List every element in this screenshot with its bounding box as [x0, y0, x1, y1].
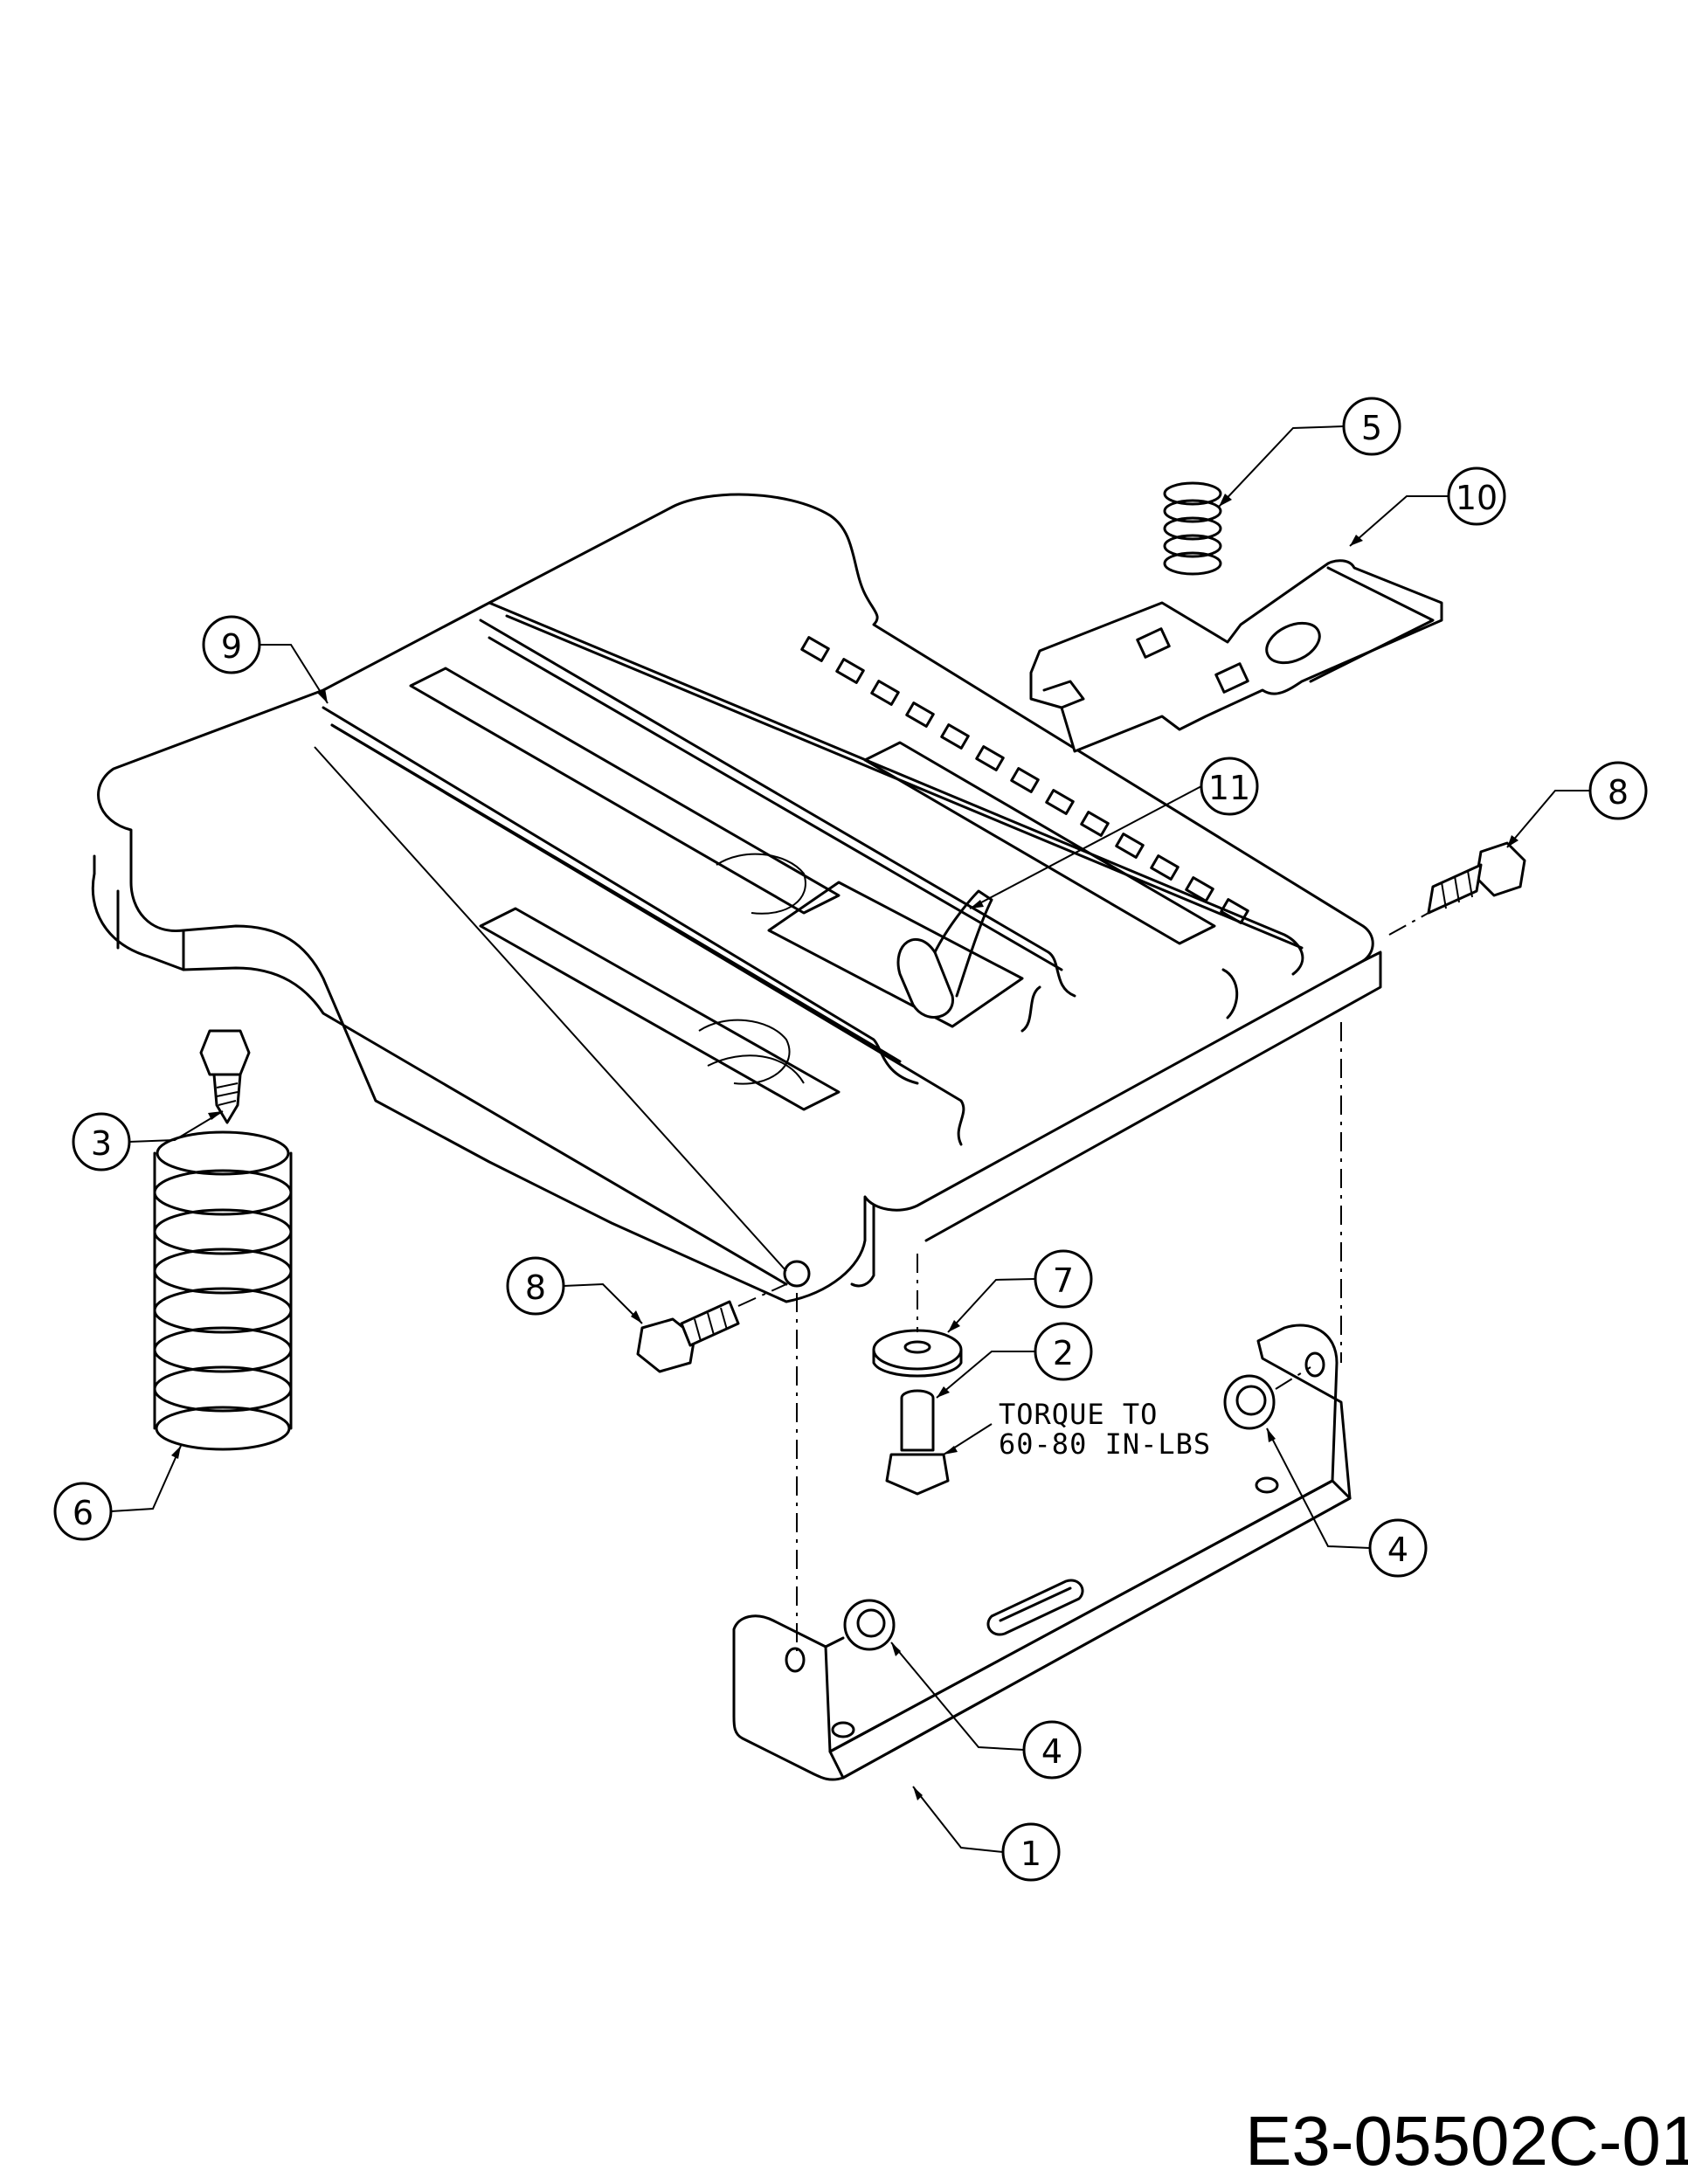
callout-8-right: 8 — [1588, 761, 1648, 820]
seat-bracket — [732, 1324, 1352, 1781]
leader-lines — [110, 425, 1590, 1853]
callout-3: 3 — [72, 1112, 131, 1171]
seat-pan — [91, 493, 1382, 1303]
torque-note-line1: TORQUE TO — [999, 1398, 1158, 1431]
alignment-lines — [737, 912, 1429, 1651]
screw-3 — [199, 1029, 251, 1124]
callout-11: 11 — [1200, 757, 1259, 816]
callout-8-left: 8 — [506, 1256, 565, 1316]
latch-plate — [1029, 559, 1443, 753]
callout-1-label: 1 — [1020, 1835, 1041, 1873]
callout-8-right-label: 8 — [1608, 773, 1629, 812]
large-spring — [153, 1130, 293, 1451]
bolt-8-right — [1427, 841, 1526, 915]
shoulder-bolt-2 — [885, 1389, 950, 1496]
bolt-8-left — [636, 1300, 740, 1373]
callout-11-label: 11 — [1208, 769, 1250, 807]
callout-9: 9 — [202, 615, 261, 674]
callout-4-right-label: 4 — [1387, 1531, 1408, 1569]
callout-6-label: 6 — [73, 1494, 93, 1532]
torque-note-line2: 60-80 IN-LBS — [999, 1427, 1211, 1461]
washer-7 — [872, 1329, 963, 1378]
callout-1: 1 — [1001, 1822, 1061, 1882]
callout-8-left-label: 8 — [525, 1268, 546, 1307]
latch-pin — [896, 889, 993, 1019]
callout-10-label: 10 — [1456, 479, 1498, 517]
callout-9-label: 9 — [221, 627, 242, 666]
callout-4-lower: 4 — [1022, 1720, 1082, 1780]
flange-nut-4-upper — [1223, 1374, 1276, 1430]
callout-5: 5 — [1342, 397, 1401, 456]
callout-10: 10 — [1447, 467, 1506, 526]
callout-2-label: 2 — [1053, 1334, 1074, 1372]
callout-5-label: 5 — [1361, 409, 1382, 447]
callout-3-label: 3 — [91, 1124, 112, 1163]
callout-4-lower-label: 4 — [1041, 1732, 1062, 1771]
callout-6: 6 — [53, 1482, 113, 1541]
callout-7: 7 — [1034, 1249, 1093, 1309]
callout-7-label: 7 — [1053, 1261, 1074, 1300]
callout-4-right: 4 — [1368, 1518, 1428, 1578]
torque-note: TORQUE TO 60-80 IN-LBS — [999, 1398, 1211, 1461]
adjustment-slots — [800, 636, 1249, 924]
flange-nut-4-lower — [843, 1599, 896, 1651]
small-spring — [1163, 481, 1222, 576]
callout-2: 2 — [1034, 1322, 1093, 1381]
drawing-code: E3-05502C-01 — [1245, 2102, 1688, 2180]
